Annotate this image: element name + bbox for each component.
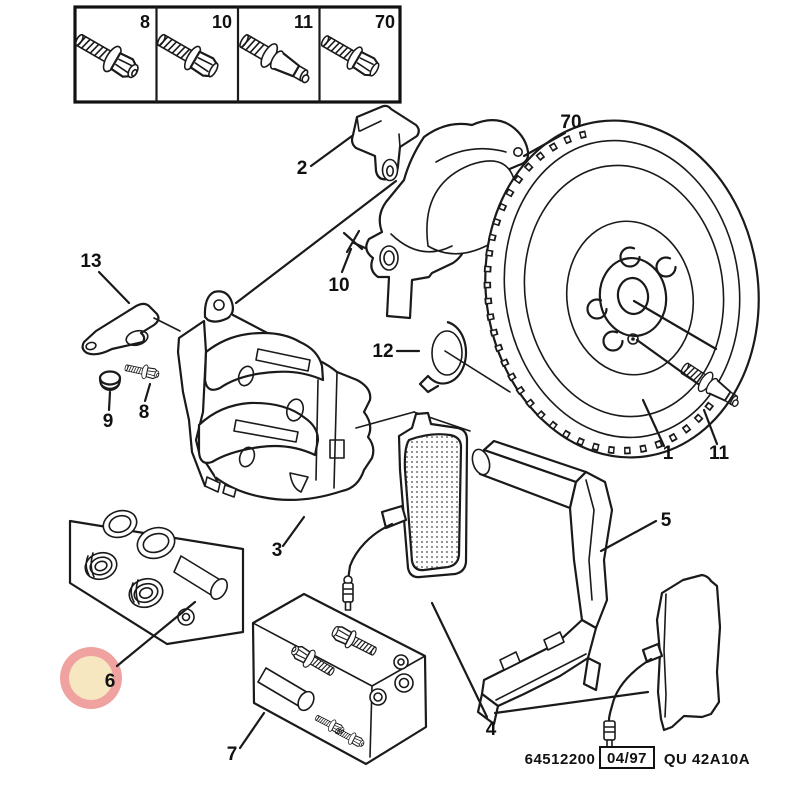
fastener-legend: 8 10 11 70 [69,5,402,104]
disc-lug-holes [586,246,677,352]
anchor-lever-drawing [81,302,181,356]
callout-2[interactable]: 2 [297,158,308,179]
callout-12[interactable]: 12 [372,341,393,362]
inner-brake-pad-drawing [342,411,469,611]
callout-labels: 2 70 10 13 9 8 12 3 1 11 5 4 6 7 [80,112,729,765]
caliper-carrier-drawing [471,439,614,726]
date-box [599,746,655,769]
footer-info: 64512200 04/97 QU 42A10A [525,746,750,769]
callout-4[interactable]: 4 [486,719,497,740]
callout-7[interactable]: 7 [227,744,238,765]
pad-sensor-clip [380,504,408,530]
callout-10[interactable]: 10 [328,275,349,296]
callout-8[interactable]: 8 [139,402,150,423]
legend-label-10[interactable]: 10 [212,12,232,32]
retainer-ring-drawing [355,320,511,432]
callout-11[interactable]: 11 [709,443,730,464]
sensor-wire [607,657,653,722]
pin-screw-drawing [123,360,161,383]
shield-screw-hole [512,147,523,158]
plate-code: QU 42A10A [664,751,750,768]
date-label: 04/97 [607,750,647,767]
highlight-center[interactable] [69,656,113,700]
callout-1[interactable]: 1 [663,443,674,464]
cap-nut-drawing [98,370,122,392]
highlight-marker[interactable] [60,647,122,709]
bolt-position-cross [342,229,364,254]
callout-6[interactable]: 6 [105,671,116,692]
callout-13[interactable]: 13 [80,251,101,272]
legend-label-70[interactable]: 70 [375,12,395,32]
outer-brake-pad-drawing [603,573,722,749]
caliper-body-drawing [176,290,375,501]
pad-sensor-clip [641,642,664,664]
brake-disc-drawing [483,119,760,459]
legend-label-8[interactable]: 8 [140,12,150,32]
callout-70[interactable]: 70 [560,112,581,133]
callout-3[interactable]: 3 [272,540,283,561]
callout-5[interactable]: 5 [661,510,672,531]
guide-pin-kit-drawing [251,592,428,766]
callout-9[interactable]: 9 [103,411,114,432]
legend-label-11[interactable]: 11 [294,12,313,32]
callout-leaders [97,131,719,750]
seal-kit-drawing [68,509,245,646]
doc-number: 64512200 [525,751,596,768]
sensor-wire [346,522,394,582]
mounting-bracket-drawing [350,104,420,182]
disc-stud-hole [627,333,639,345]
